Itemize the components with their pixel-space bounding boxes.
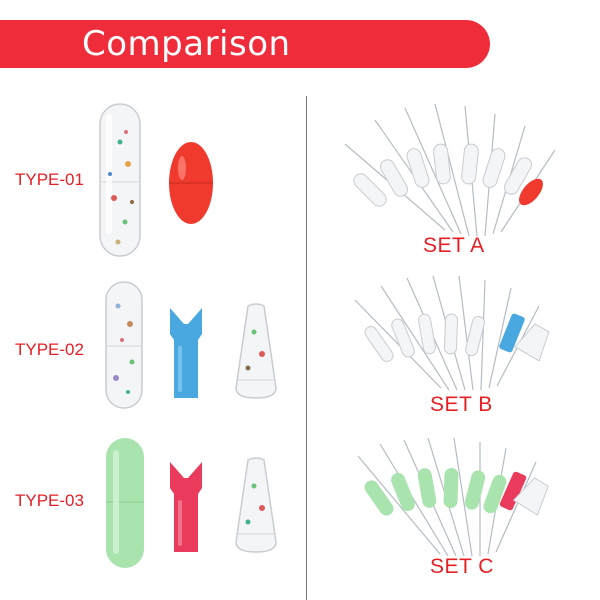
- type-label-02: TYPE-02: [15, 340, 84, 359]
- pink-forked-stopper: [170, 462, 202, 552]
- set-label-c: SET C: [430, 555, 494, 578]
- set-label-b: SET B: [430, 393, 493, 416]
- type-label-03: TYPE-03: [15, 491, 84, 510]
- type-label-01: TYPE-01: [15, 170, 84, 189]
- column-divider: [306, 96, 307, 600]
- clear-speckled-cone: [235, 457, 277, 553]
- clear-speckled-capsule: [99, 103, 141, 257]
- set-a-rig-fan: [344, 103, 556, 237]
- clear-speckled-cone: [235, 303, 277, 399]
- set-c-rig-fan: [357, 437, 549, 557]
- banner-title: Comparison: [82, 24, 291, 64]
- blue-forked-stopper: [170, 308, 202, 398]
- red-oval-bead: [169, 142, 213, 224]
- set-b-rig-fan: [354, 275, 550, 391]
- green-capsule: [106, 438, 144, 568]
- set-label-a: SET A: [423, 234, 485, 257]
- title-banner: Comparison: [0, 20, 490, 68]
- clear-speckled-capsule: [105, 281, 143, 409]
